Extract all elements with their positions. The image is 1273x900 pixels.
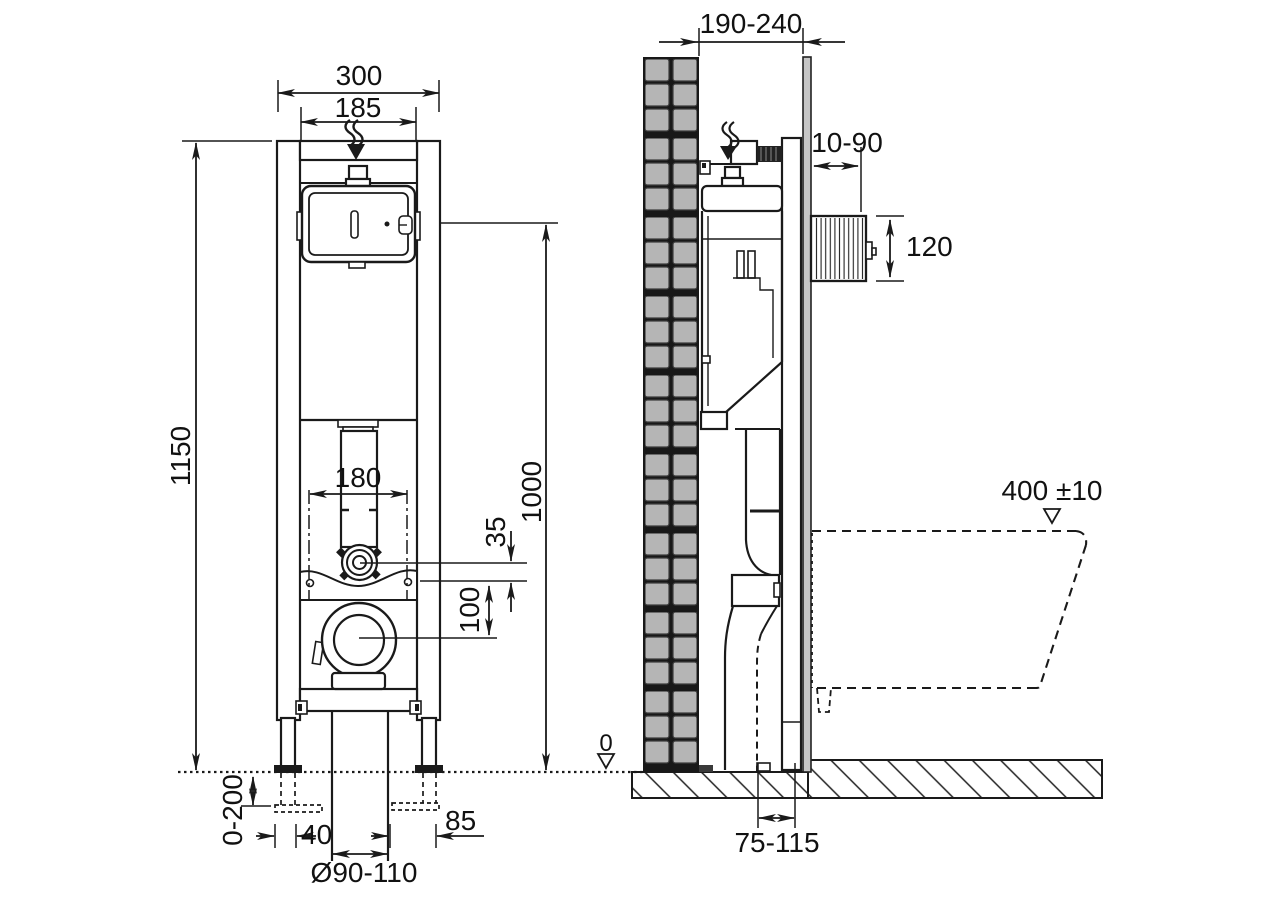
- dim-label-plate-opening-height: 120: [906, 231, 953, 262]
- outlet-collar: [330, 671, 387, 691]
- flush-plate-box: [809, 214, 877, 283]
- water-inlet-fitting: [344, 164, 372, 190]
- dim-fixing-spacing: 180: [309, 462, 408, 498]
- mounting-frame: [274, 139, 443, 813]
- front-view: 300 185 1150 1000 180 35 100: [165, 60, 558, 888]
- bottom-crossbar: [298, 687, 419, 713]
- dim-left-offset: 40: [256, 819, 332, 850]
- dim-overall-height: 1150: [165, 140, 272, 771]
- floor-slab-front: [807, 759, 1103, 799]
- dim-label-left-offset: 40: [301, 819, 332, 850]
- drain-foot: [756, 762, 771, 772]
- dim-label-inner-width: 185: [335, 92, 382, 123]
- flush-pipe: [337, 419, 379, 549]
- dim-label-frame-depth: 190-240: [700, 8, 803, 39]
- water-supply-icon-side: [720, 121, 740, 160]
- fixing-hole-right: [403, 577, 413, 587]
- dim-plate-opening-height: 120: [876, 215, 953, 282]
- dim-bowl-rim-height: 400 ±10: [1001, 475, 1102, 506]
- dim-bend-offset: 35: [480, 516, 515, 612]
- leg-right: [420, 716, 438, 769]
- leg-left: [279, 716, 297, 769]
- dim-foot-adjustment: 0-200: [217, 774, 271, 846]
- dim-frame-depth: 190-240: [659, 8, 845, 56]
- dim-flush-bend-height: 1000: [440, 222, 558, 771]
- floor-slab-rear: [631, 771, 809, 799]
- cistern-access-panel: [296, 184, 421, 269]
- drain-bend-profile: [723, 605, 778, 772]
- wall-finish-panel: [802, 56, 812, 773]
- datum-level: 0: [178, 730, 643, 774]
- level-marker-icon: [1042, 508, 1062, 525]
- dim-label-flush-bend-height: 1000: [516, 461, 547, 523]
- fixing-hole-left: [305, 578, 315, 588]
- dim-label-fixing-spacing: 180: [335, 462, 382, 493]
- drain-pipe: [330, 711, 390, 861]
- foot-extension-right: [391, 773, 440, 811]
- dim-label-bend-offset: 35: [480, 516, 511, 547]
- foot-left: [274, 765, 302, 773]
- dim-label-bowl-rim-height: 400 ±10: [1001, 475, 1102, 506]
- dim-label-foot-adjustment: 0-200: [217, 774, 248, 846]
- drain-outlet: [311, 601, 398, 691]
- dim-label-right-offset: 85: [445, 805, 476, 836]
- panel-latch: [398, 215, 413, 235]
- panel-bottom-tab: [348, 261, 366, 269]
- frame-front-rail: [780, 136, 803, 772]
- dim-wall-finish-range: 10-90: [811, 127, 883, 212]
- side-view: 190-240 10-90 120 400 ±10 75-115: [631, 8, 1103, 858]
- toilet-bowl-outline: [811, 529, 1088, 713]
- flush-pipe-profile: [730, 428, 782, 608]
- dim-label-wall-finish-range: 10-90: [811, 127, 883, 158]
- dim-outlet-offset: 100: [454, 585, 493, 636]
- dim-drain-diameter: Ø90-110: [311, 850, 418, 888]
- cistern-foot: [699, 410, 729, 431]
- flush-bend-housing: [730, 573, 781, 608]
- dim-outlet-wall-distance: 75-115: [734, 763, 820, 858]
- dim-overall-width: 300: [277, 60, 440, 112]
- masonry-wall: [643, 57, 699, 772]
- foot-right: [415, 765, 443, 773]
- dim-label-outlet-wall-distance: 75-115: [734, 827, 819, 858]
- dim-label-outlet-offset: 100: [454, 587, 485, 634]
- dim-label-drain-diameter: Ø90-110: [311, 857, 418, 888]
- foot-extension-left: [274, 773, 323, 813]
- panel-screw: [384, 221, 390, 227]
- dim-right-offset: 85: [371, 805, 484, 848]
- dim-inner-width: 185: [300, 92, 417, 140]
- datum-label: 0: [599, 730, 612, 757]
- datum-triangle-icon: [596, 753, 616, 770]
- cistern-profile: [699, 165, 784, 431]
- flush-button-slot: [350, 210, 359, 239]
- box-latch: [865, 241, 873, 260]
- dim-label-overall-height: 1150: [165, 426, 196, 486]
- frame-rear-foot: [699, 765, 713, 772]
- dim-label-overall-width: 300: [336, 60, 383, 91]
- frame-profile: [700, 136, 803, 772]
